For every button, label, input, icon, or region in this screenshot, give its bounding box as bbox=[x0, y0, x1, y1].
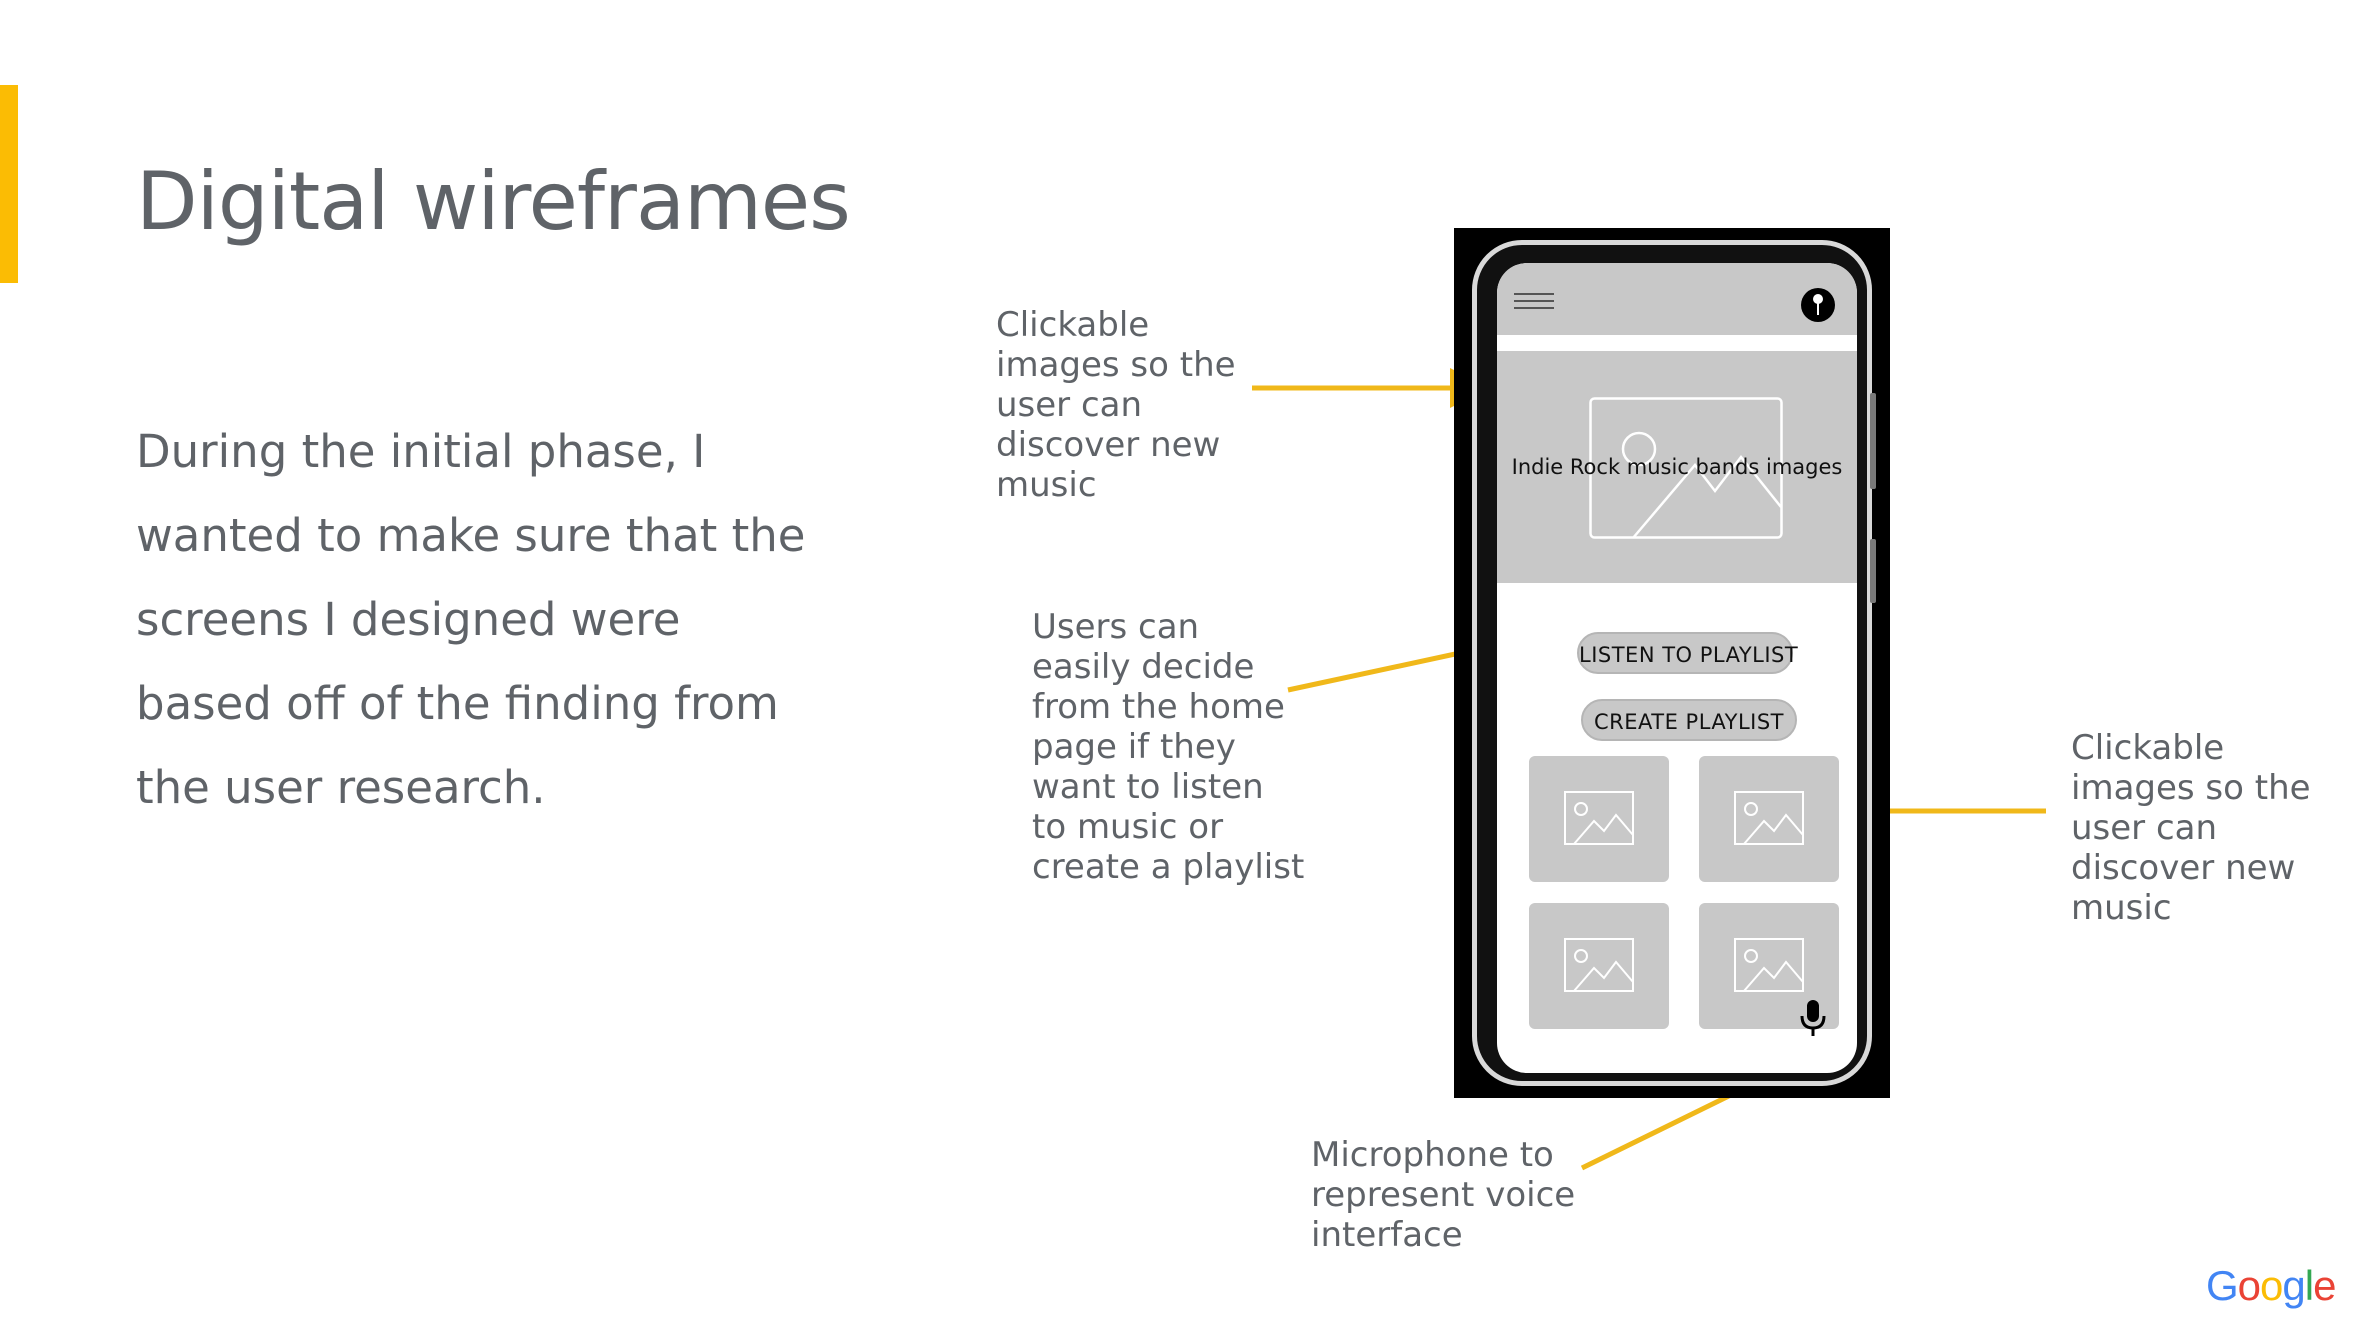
annotation-image-tiles: Clickable images so the user can discove… bbox=[2071, 728, 2311, 928]
image-tile[interactable] bbox=[1699, 756, 1839, 882]
annotation-home-buttons: Users can easily decide from the home pa… bbox=[1032, 607, 1305, 887]
google-logo: Google bbox=[2206, 1262, 2336, 1309]
annotation-hero-images: Clickable images so the user can discove… bbox=[996, 305, 1236, 505]
profile-icon[interactable] bbox=[1801, 288, 1835, 322]
slide-body-text: During the initial phase, I wanted to ma… bbox=[136, 425, 806, 814]
image-placeholder-icon bbox=[1589, 397, 1783, 539]
create-playlist-button[interactable]: CREATE PLAYLIST bbox=[1581, 699, 1797, 741]
phone-frame: Indie Rock music bands images LISTEN TO … bbox=[1472, 240, 1876, 1086]
microphone-icon[interactable] bbox=[1799, 998, 1827, 1038]
hero-image-label: Indie Rock music bands images bbox=[1511, 455, 1843, 479]
phone-screen: Indie Rock music bands images LISTEN TO … bbox=[1497, 263, 1857, 1073]
phone-power-button bbox=[1870, 539, 1876, 603]
image-placeholder-icon bbox=[1734, 791, 1804, 845]
slide-title: Digital wireframes bbox=[136, 155, 851, 248]
accent-bar bbox=[0, 85, 18, 283]
hero-image-banner[interactable]: Indie Rock music bands images bbox=[1497, 351, 1857, 583]
phone-mockup: Indie Rock music bands images LISTEN TO … bbox=[1454, 228, 1890, 1098]
phone-volume-button bbox=[1870, 393, 1876, 489]
image-tile[interactable] bbox=[1529, 903, 1669, 1029]
listen-to-playlist-button[interactable]: LISTEN TO PLAYLIST bbox=[1577, 632, 1798, 674]
app-top-bar bbox=[1497, 263, 1857, 335]
image-tile[interactable] bbox=[1529, 756, 1669, 882]
hamburger-menu-icon[interactable] bbox=[1514, 293, 1554, 314]
image-placeholder-icon bbox=[1734, 938, 1804, 992]
annotation-microphone: Microphone to represent voice interface bbox=[1311, 1135, 1576, 1255]
image-placeholder-icon bbox=[1564, 791, 1634, 845]
image-placeholder-icon bbox=[1564, 938, 1634, 992]
